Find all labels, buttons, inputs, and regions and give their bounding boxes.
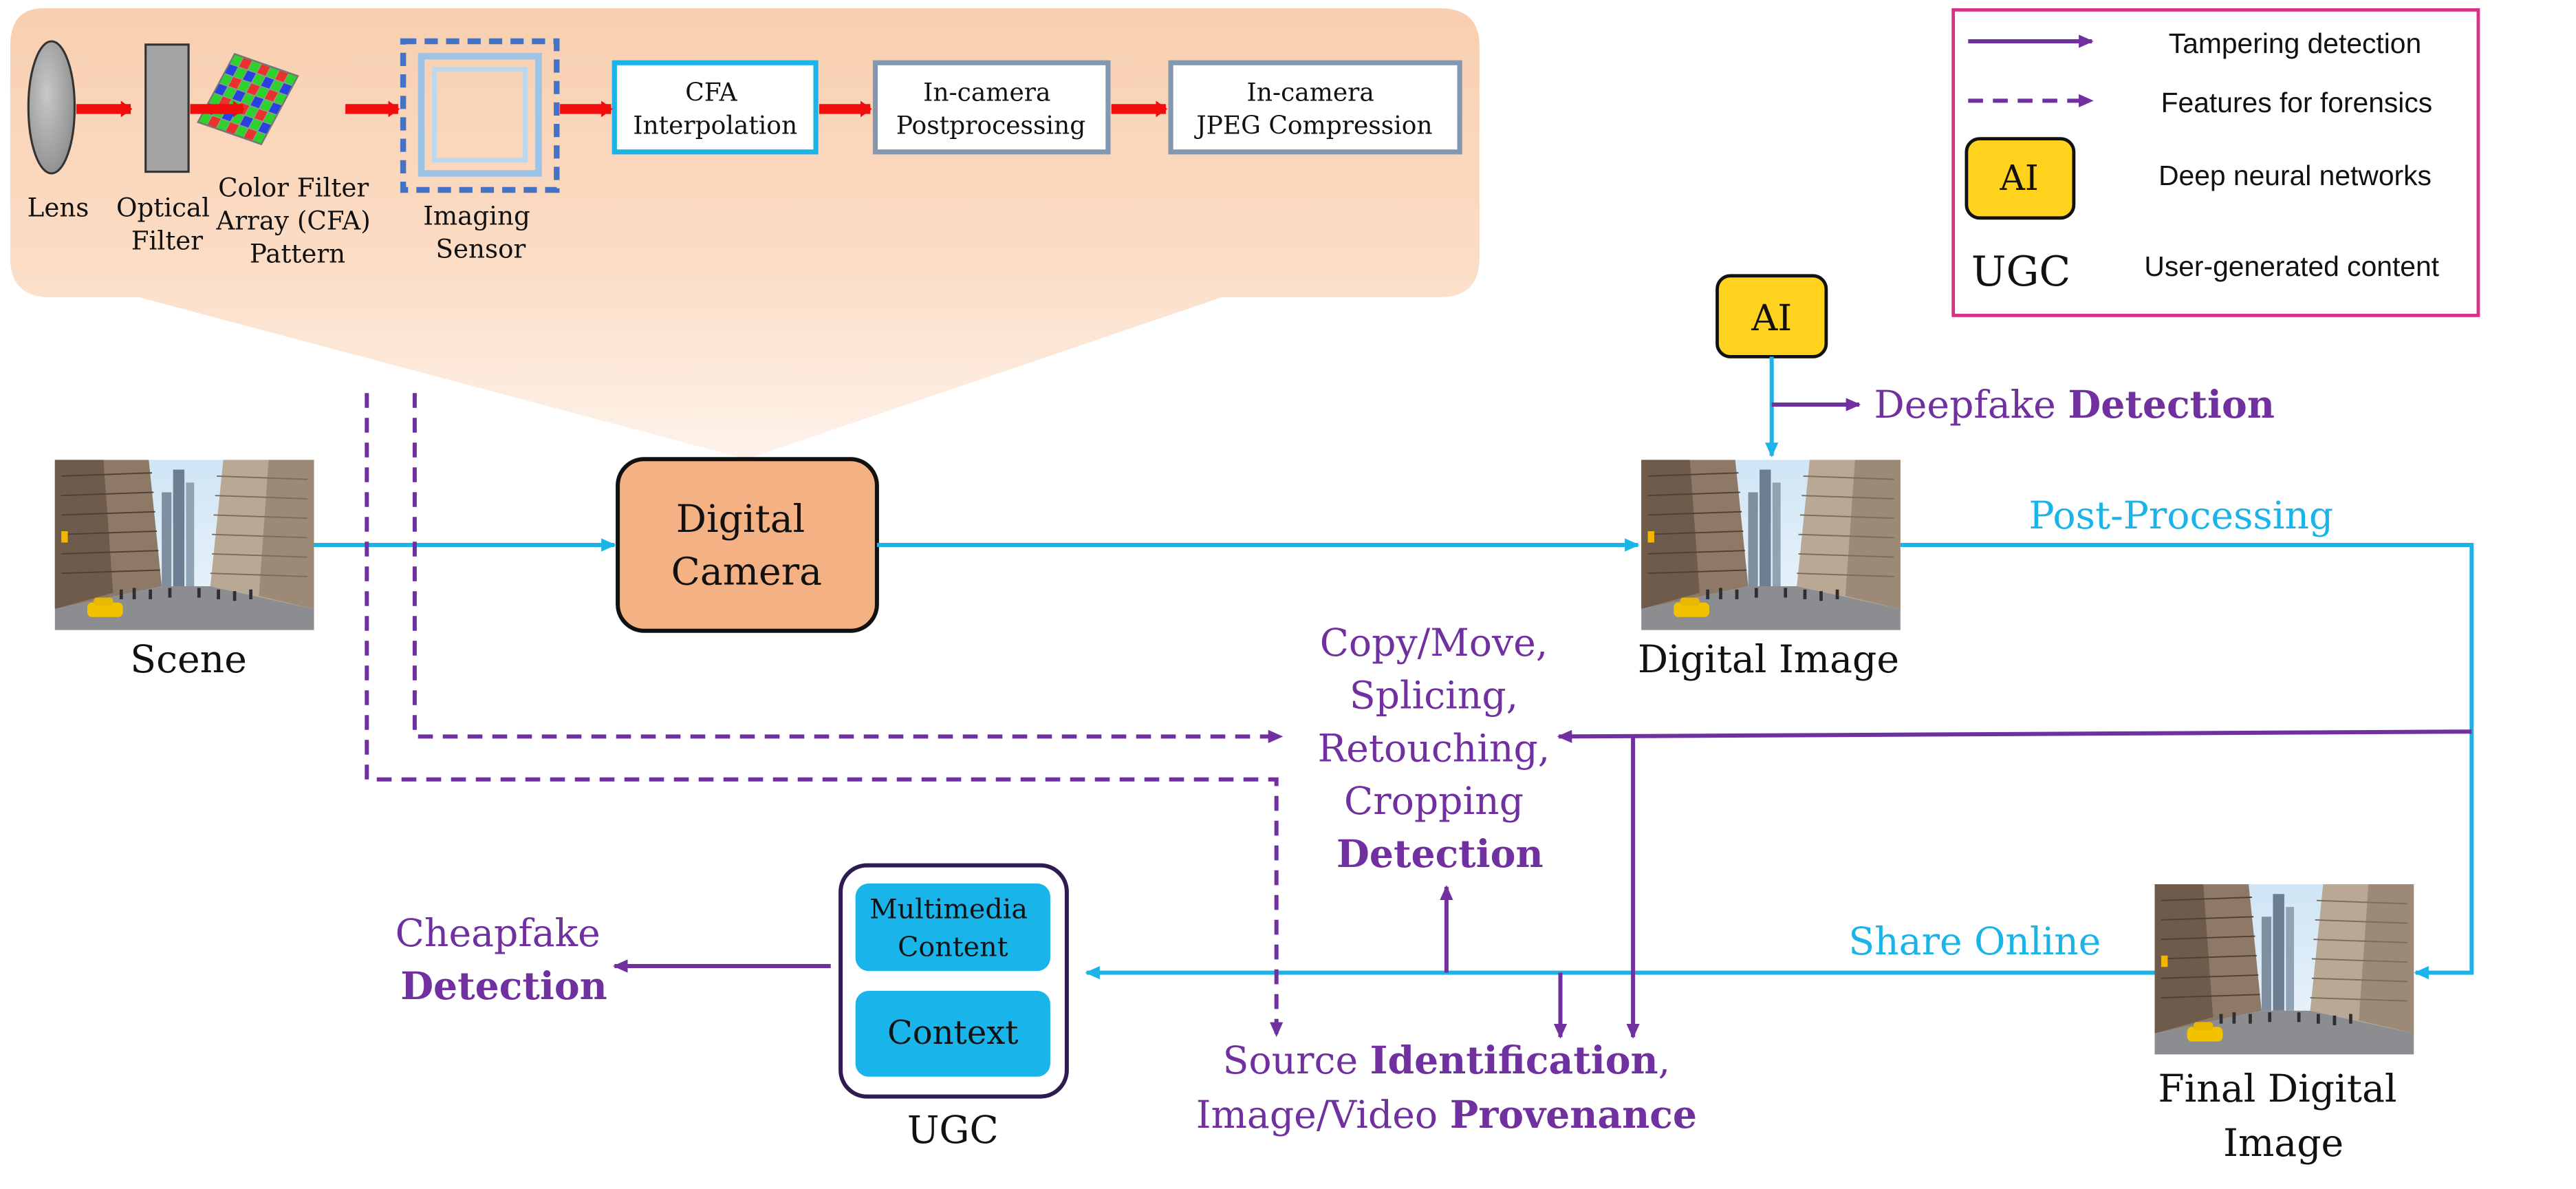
lens-icon — [27, 40, 76, 175]
legend-features-label: Features for forensics — [2161, 87, 2433, 118]
legend-ai-badge — [1965, 137, 2076, 220]
scene-label: Scene — [130, 638, 247, 682]
dashed-forensic-arrows — [365, 393, 1284, 1038]
camera-pipeline-zoom — [10, 8, 1480, 460]
cyan-flow-arrows — [314, 356, 2474, 980]
svg-text:In-camera JPEG Compressi: In-camera JPEG Compression — [1193, 78, 1432, 140]
source-identification-label: Source Identification, — [1223, 1038, 1671, 1083]
deepfake-detection-label: Deepfake Detection — [1874, 383, 2275, 427]
cheapfake-detection-label: Cheapfake Detection — [396, 912, 613, 1009]
legend-tampering-label: Tampering detection — [2169, 28, 2421, 59]
svg-text:CFA Interpolation: CFA Interpolation — [633, 78, 797, 140]
svg-text:AI: AI — [1751, 297, 1792, 339]
svg-text:AI: AI — [2000, 158, 2039, 198]
cfa-pattern-label: Color Filter Array (CFA) Pattern — [215, 173, 378, 269]
digital-camera-node: Digital Camera — [616, 457, 879, 633]
imaging-sensor-label: Imaging Sensor — [423, 200, 538, 264]
legend-box: Tampering detection Features for forensi… — [1951, 8, 2480, 317]
digital-image-label: Digital Image — [1638, 638, 1899, 682]
svg-text:In-camera Postprocessing: In-camera Postprocessing — [896, 78, 1085, 140]
optical-filter-icon — [144, 43, 190, 173]
legend-ugc-badge: UGC — [1971, 248, 2070, 296]
final-digital-image — [2154, 883, 2414, 1056]
postprocessing-box: In-camera Postprocessing — [872, 60, 1111, 155]
digital-image — [1641, 459, 1901, 631]
optical-filter-label: Optical Filter — [116, 192, 218, 255]
scene-image — [54, 459, 314, 631]
legend-ai-label: Deep neural networks — [2158, 160, 2432, 191]
svg-text:Context: Context — [887, 1014, 1019, 1052]
svg-text:Digital Camera: Digital Camera — [671, 497, 822, 594]
purple-detection-arrows — [612, 398, 2472, 1039]
share-online-label: Share Online — [1848, 920, 2101, 964]
ugc-context-box — [855, 991, 1050, 1077]
lens-label: Lens — [28, 192, 89, 222]
legend-ugc-label: User-generated content — [2144, 250, 2439, 282]
ugc-node: Multimedia Content Context — [838, 863, 1069, 1099]
jpeg-compression-box: In-camera JPEG Compression — [1168, 60, 1462, 155]
provenance-label: Image/Video Provenance — [1196, 1093, 1697, 1137]
svg-text:Multimedia Content: Multimedia Content — [869, 893, 1036, 963]
ugc-label: UGC — [907, 1108, 999, 1153]
final-image-label: Final Digital Image — [2158, 1067, 2409, 1166]
imaging-sensor-icon — [400, 38, 560, 193]
tampering-detection-label: Copy/Move, Splicing, Retouching, Croppin… — [1318, 621, 1562, 877]
cfa-interpolation-box: CFA Interpolation — [611, 60, 819, 155]
ugc-multimedia-box — [855, 883, 1050, 972]
post-processing-label: Post-Processing — [2029, 494, 2334, 538]
ai-badge: AI — [1715, 274, 1828, 358]
